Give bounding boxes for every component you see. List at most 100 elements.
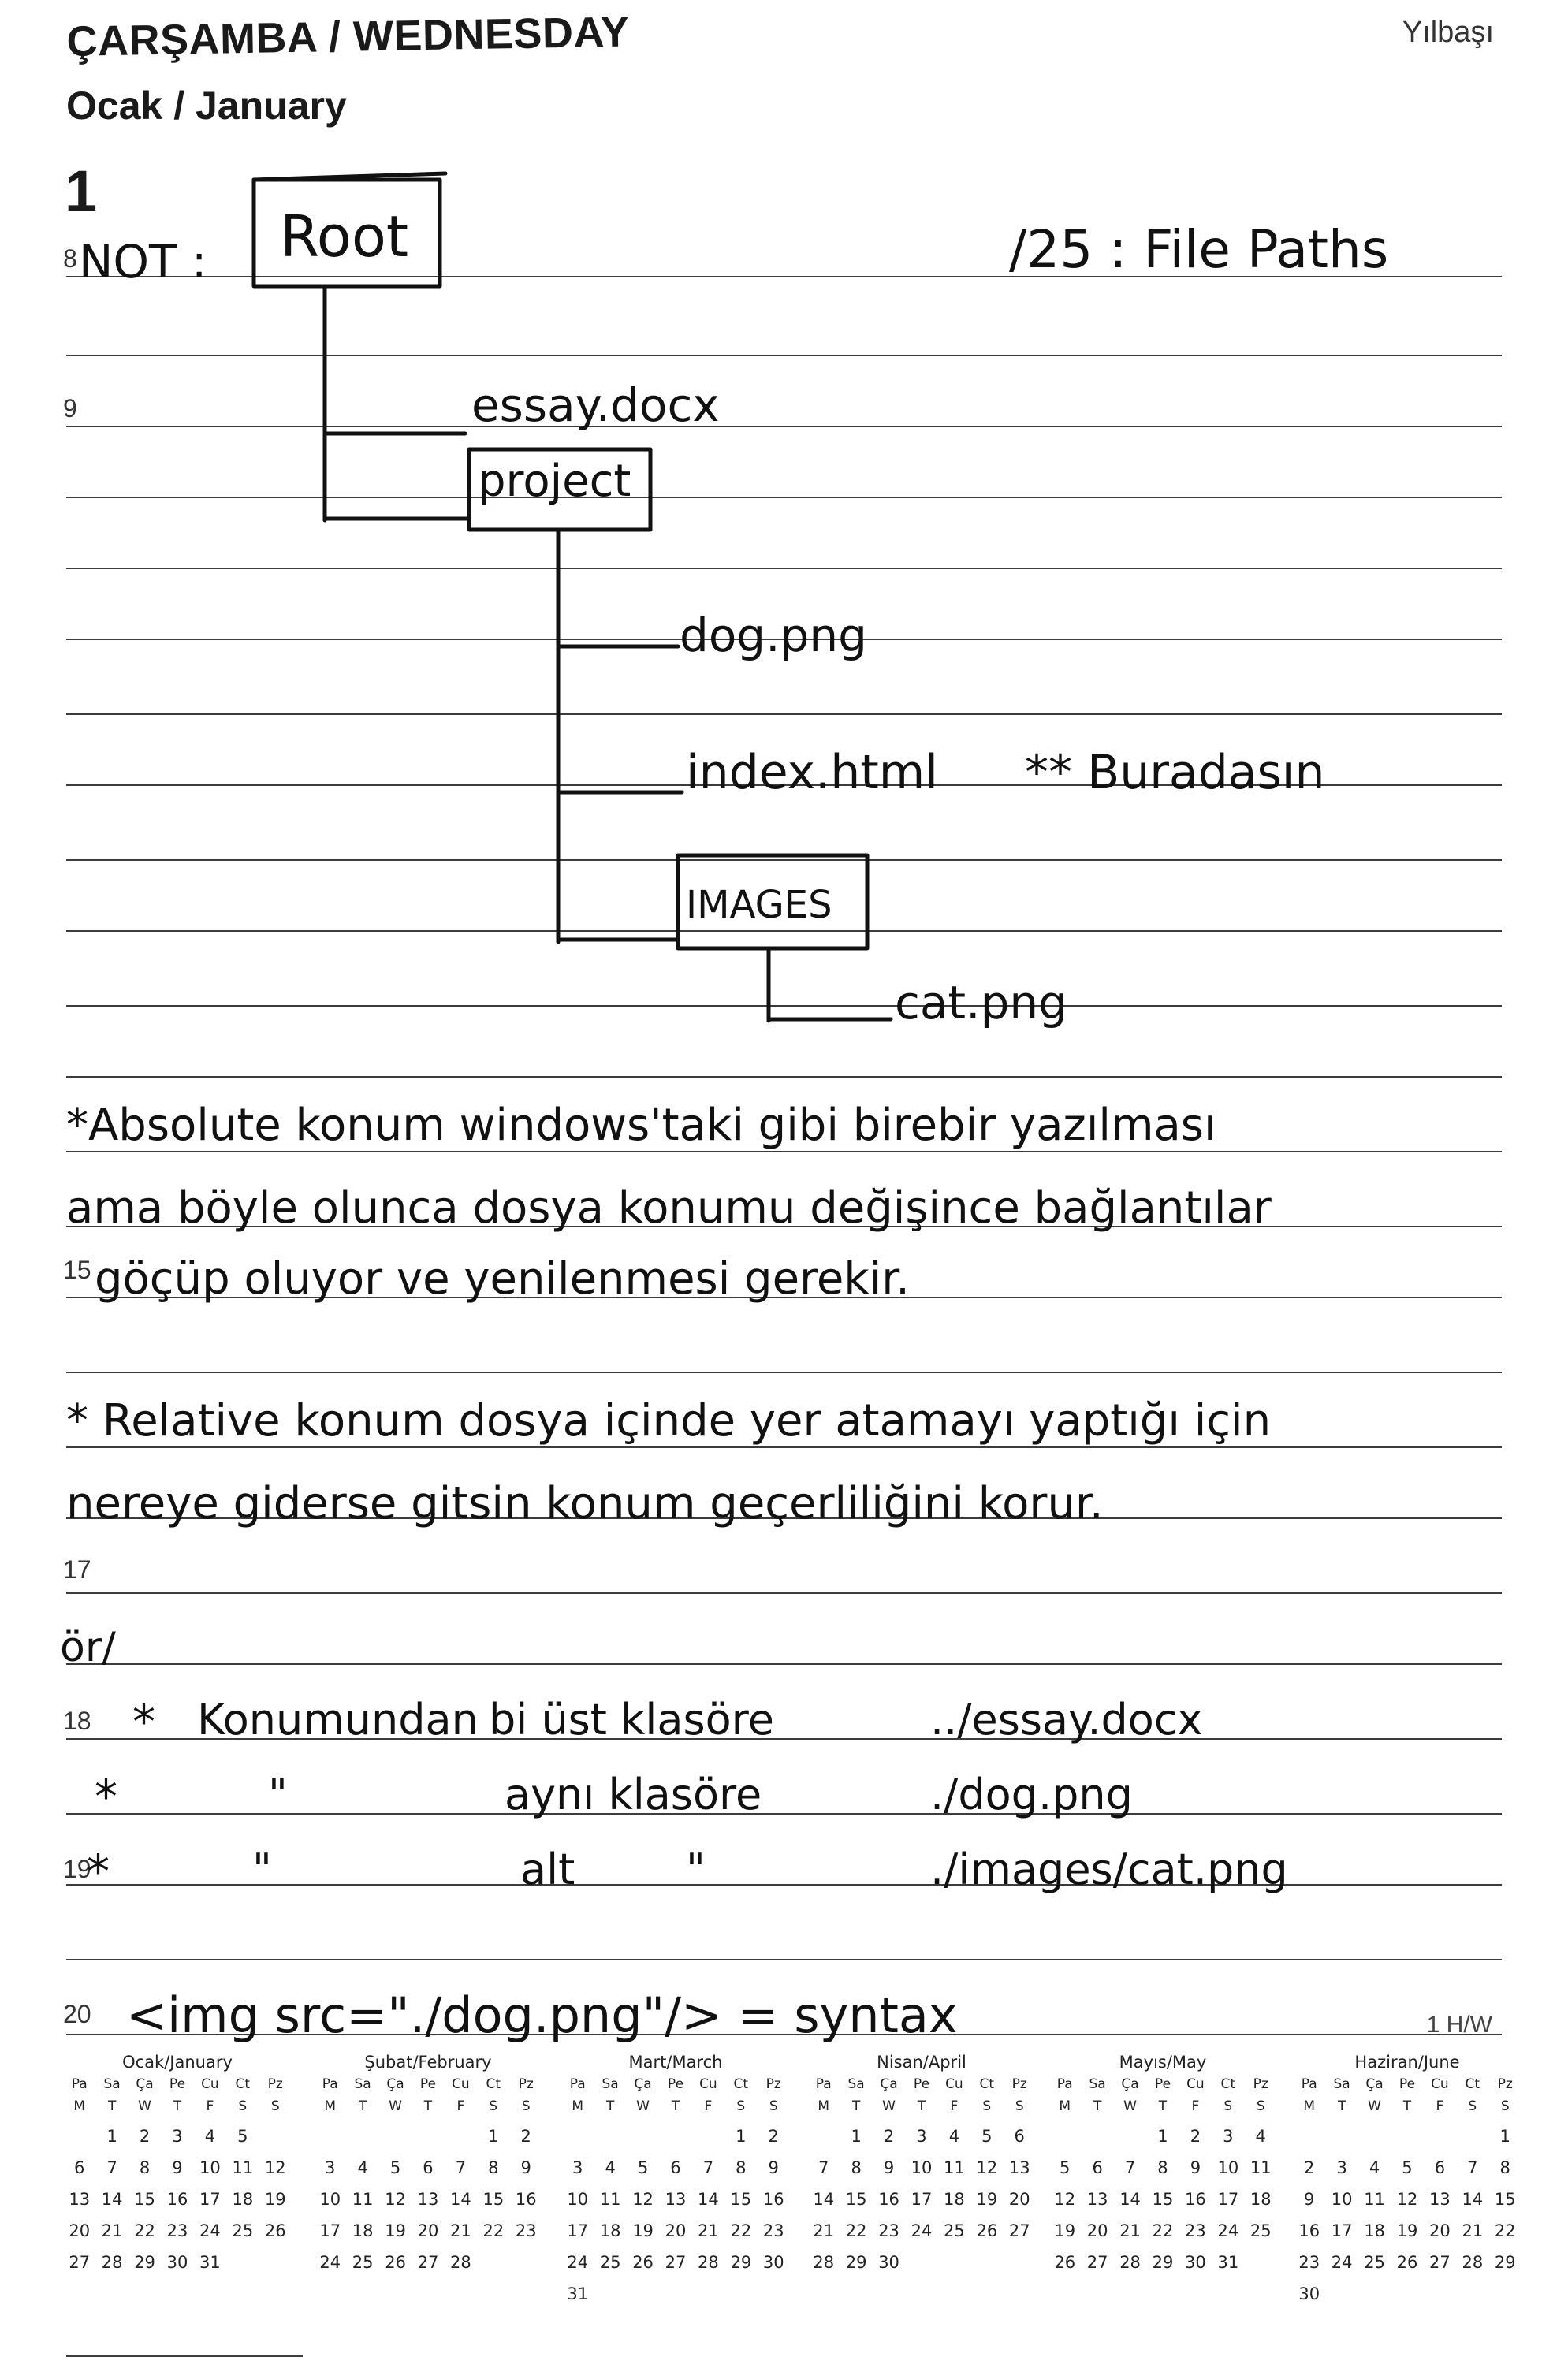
calendar-day: 1 [851,2127,862,2146]
calendar-day: 4 [1369,2158,1380,2177]
calendar-day: 18 [944,2190,965,2209]
calendar-day: 2 [520,2127,531,2146]
calendar-day: 28 [698,2253,719,2272]
calendar-day: 20 [417,2221,439,2240]
calendar-day: 31 [199,2253,221,2272]
hour-15: 15 [63,1256,91,1284]
calendar-day: 3 [572,2158,583,2177]
ruled-line [66,1005,1502,1007]
weekday-label: S [1256,2098,1265,2114]
calendar-day: 12 [1054,2190,1076,2209]
calendar-day: 28 [1119,2253,1141,2272]
weekday-label: W [389,2098,402,2114]
calendar-day: 19 [385,2221,406,2240]
weekday-label: Sa [354,2076,371,2092]
weekday-label: S [736,2098,746,2114]
weekday-label: M [572,2098,584,2114]
weekday-label: Sa [1333,2076,1350,2092]
calendar-day: 7 [1467,2158,1478,2177]
calendar-day: 7 [702,2158,714,2177]
calendar-day: 25 [232,2221,254,2240]
calendar-day: 19 [1054,2221,1076,2240]
weekday-label: S [982,2098,992,2114]
week-row: 30 [1293,2278,1521,2310]
calendar-day: 15 [730,2190,752,2209]
week-row: 31 [561,2278,790,2310]
weekday-label: Ct [235,2076,251,2092]
ruled-line [66,639,1502,640]
calendar-day: 4 [204,2127,216,2146]
calendar-day: 18 [1250,2190,1272,2209]
calendar-day: 7 [106,2158,117,2177]
calendar-day: 23 [762,2221,784,2240]
calendar-day: 9 [883,2158,895,2177]
weekday-label: S [1015,2098,1024,2114]
ruled-line [66,1663,1502,1665]
calendar-day: 27 [417,2253,439,2272]
ruled-line [66,426,1502,427]
tree-index: index.html [686,745,938,800]
calendar-day: 21 [101,2221,123,2240]
calendar-day: 20 [1429,2221,1451,2240]
ruled-line [66,713,1502,715]
weekday-label: Pe [667,2076,684,2092]
calendar-day: 6 [670,2158,681,2177]
calendar-day: 27 [665,2253,687,2272]
week-row: 1 [1293,2120,1521,2152]
calendar-day: 6 [1434,2158,1446,2177]
calendar-day: 22 [1152,2221,1174,2240]
weekday-label: W [1368,2098,1381,2114]
weekday-label: Pa [1301,2076,1317,2092]
weekday-label: Cu [1186,2076,1205,2092]
calendar-day: 6 [74,2158,85,2177]
calendar-day: 8 [139,2158,151,2177]
hour-19: 19 [63,1855,91,1883]
weekday-label: S [521,2098,531,2114]
ruled-line [66,1884,1502,1886]
weekday-label: T [358,2098,367,2114]
calendar-day: 17 [911,2190,933,2209]
calendar-day: 2 [1190,2127,1201,2146]
calendar-day: 25 [352,2253,374,2272]
calendar-day: 1 [1499,2127,1510,2146]
calendar-day: 19 [976,2190,998,2209]
weekday-label: Pz [267,2076,283,2092]
calendar-day: 14 [1462,2190,1484,2209]
calendar-day: 16 [515,2190,537,2209]
ruled-line [66,1517,1502,1519]
weekday-label: T [1093,2098,1102,2114]
weekday-label: Ça [1365,2076,1384,2092]
ruled-line [66,568,1502,569]
example-level: aynı klasöre [505,1770,762,1819]
weekday-label: F [704,2098,713,2114]
weekday-label: Pz [1011,2076,1027,2092]
calendar-day: 5 [389,2158,401,2177]
calendar-day: 9 [1190,2158,1201,2177]
calendar-day: 28 [101,2253,123,2272]
calendar-day: 28 [813,2253,835,2272]
calendar-day: 2 [883,2127,895,2146]
mini-calendar-title: Mayıs/May [1119,2053,1207,2072]
ruled-line [66,1076,1502,1078]
calendar-day: 1 [488,2127,499,2146]
weekday-label: W [138,2098,151,2114]
weekday-label: M [73,2098,86,2114]
weekday-label: S [489,2098,498,2114]
calendar-day: 3 [1336,2158,1347,2177]
weekday-label: Cu [1431,2076,1449,2092]
calendar-day: 23 [1185,2221,1206,2240]
ruled-line [66,497,1502,498]
ruled-line [66,859,1502,861]
calendar-day: 22 [730,2221,752,2240]
calendar-day: 18 [1364,2221,1385,2240]
weekday-label: M [324,2098,337,2114]
calendar-day: 20 [665,2221,687,2240]
weekday-label: Cu [699,2076,717,2092]
